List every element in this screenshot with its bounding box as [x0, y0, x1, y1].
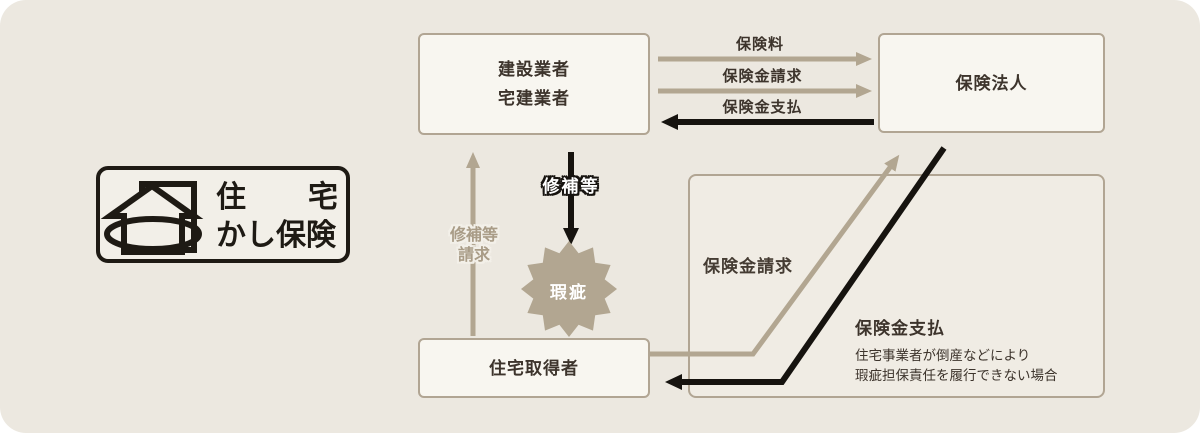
bankruptcy-note-line2: 瑕疵担保責任を履行できない場合: [855, 367, 1058, 383]
buyer-label: 住宅取得者: [489, 358, 579, 378]
logo-char-ju: 住: [216, 181, 246, 214]
insurer-box: 保険法人: [878, 33, 1105, 133]
bankruptcy-note: 住宅事業者が倒産などにより 瑕疵担保責任を履行できない場合: [855, 346, 1058, 385]
buyer-box: 住宅取得者: [418, 338, 650, 398]
builder-line1: 建設業者: [498, 60, 570, 79]
premium-label: 保険料: [735, 36, 784, 53]
builder-box: 建設業者 宅建業者: [418, 33, 650, 135]
defect-label: 瑕疵: [550, 283, 588, 302]
repair-request-label: 修補等 請求: [414, 226, 534, 266]
claim-top-label: 保険金請求: [722, 68, 803, 85]
payment-diagonal-label: 保険金支払: [855, 319, 945, 338]
claim-diagonal-label: 保険金請求: [703, 257, 793, 276]
logo-line2: かし保険: [216, 219, 336, 252]
builder-line2: 宅建業者: [498, 89, 570, 108]
insurer-label: 保険法人: [955, 73, 1028, 93]
logo-text: 住 宅 かし保険: [216, 180, 338, 254]
payment-top-label: 保険金支払: [722, 99, 803, 116]
repair-label: 修補等: [542, 177, 600, 196]
house-swoosh-icon: [100, 181, 204, 255]
repair-request-line2: 請求: [457, 247, 490, 264]
logo-line1: 住 宅: [216, 180, 338, 216]
repair-request-line1: 修補等: [449, 227, 498, 244]
bankruptcy-note-line1: 住宅事業者が倒産などにより: [855, 348, 1031, 363]
logo-char-taku: 宅: [308, 181, 338, 214]
